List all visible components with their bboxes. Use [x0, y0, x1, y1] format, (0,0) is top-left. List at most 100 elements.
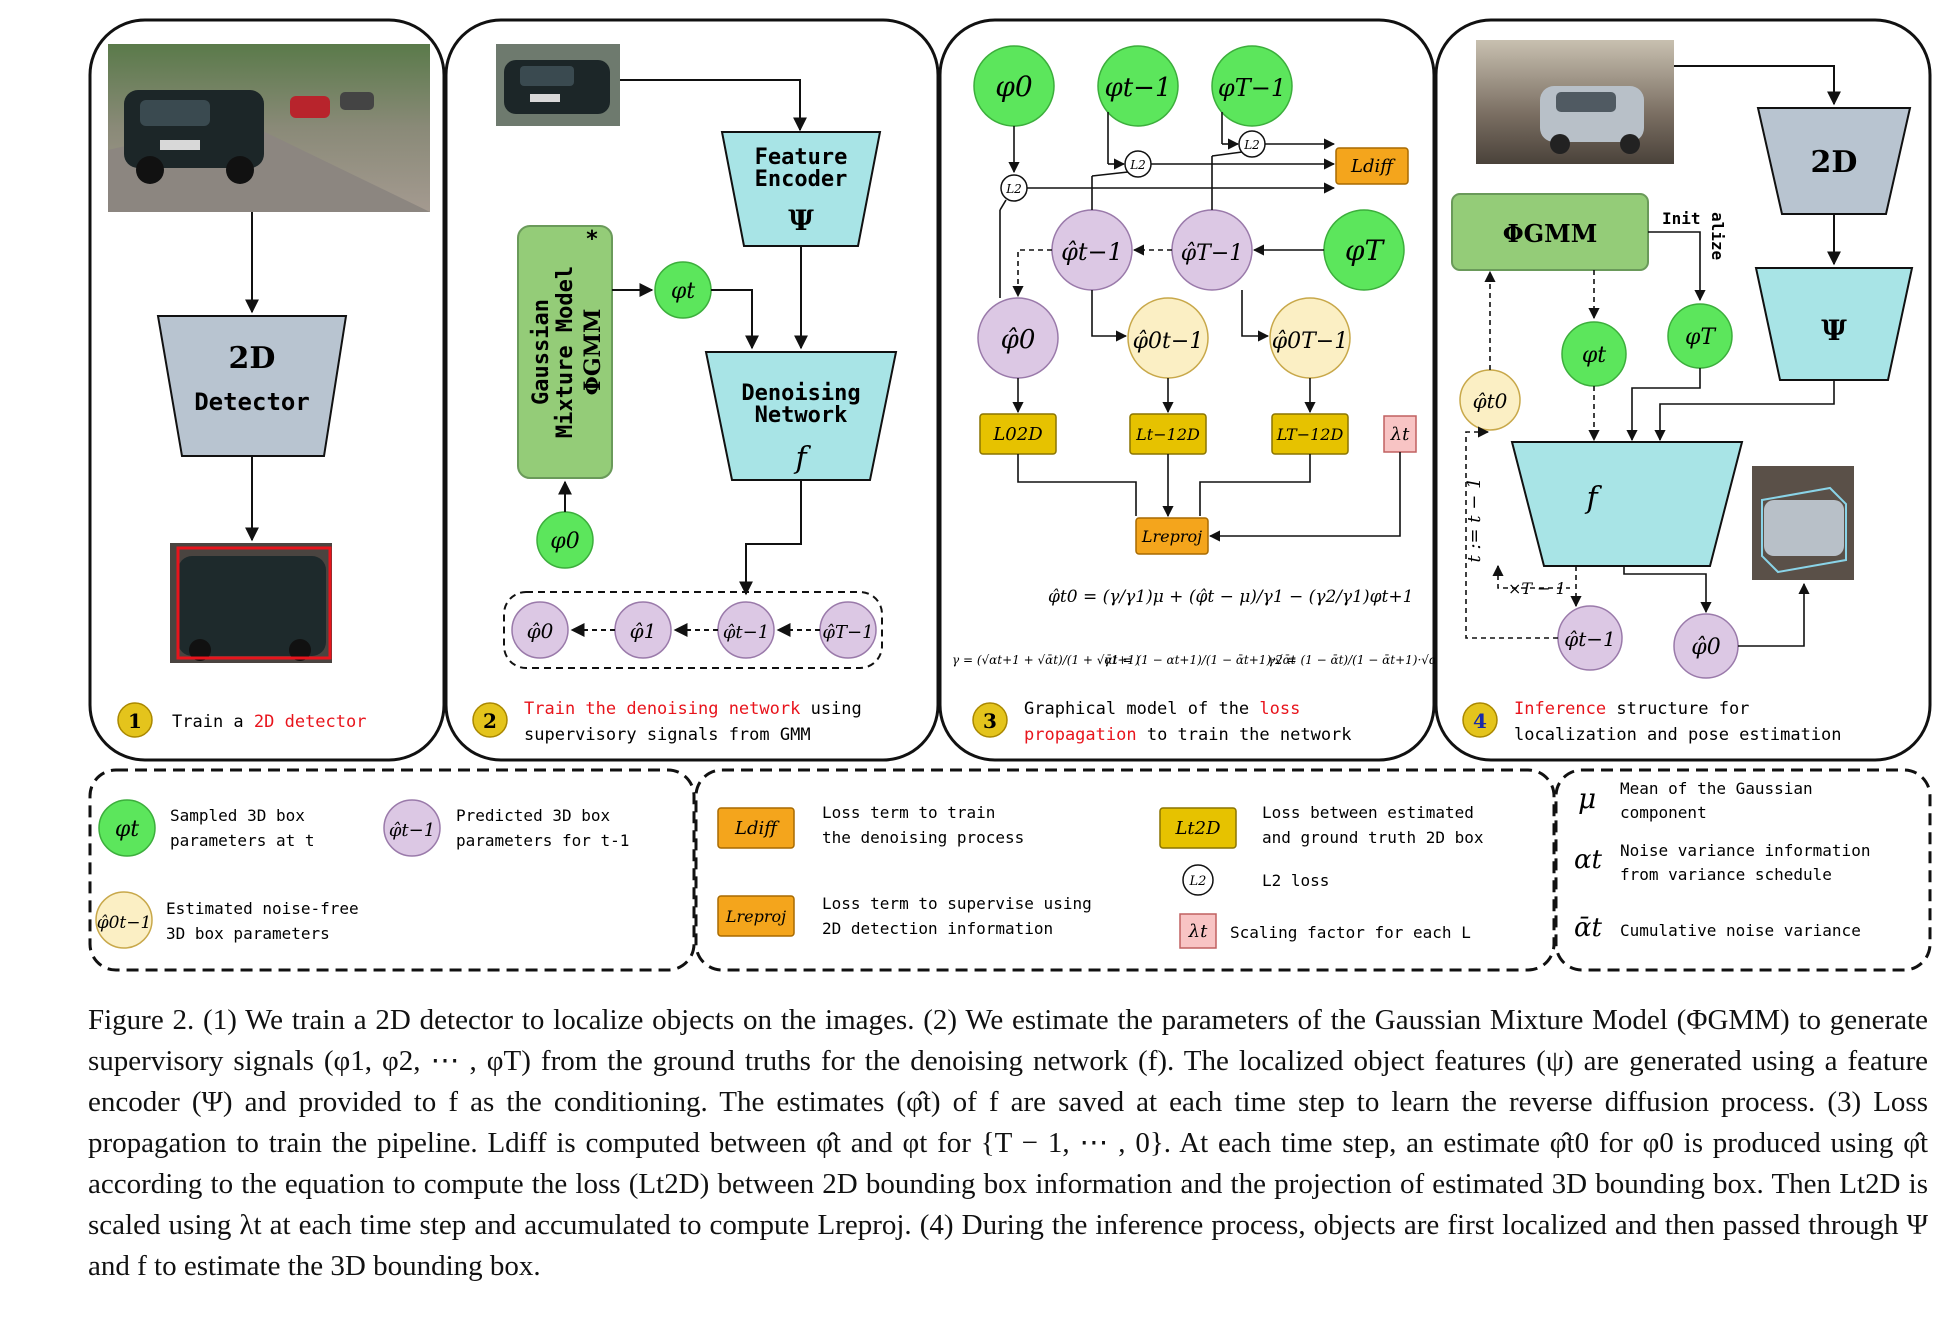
panel-3: φ0 φt−1 φT−1 L2 L2 L2 Ldiff φ̂t−1 φ̂T−1 …	[938, 18, 1460, 762]
svg-text:alize: alize	[1708, 212, 1727, 260]
legend-alphabar-text: Cumulative noise variance	[1620, 921, 1861, 940]
svg-text:Gaussian: Gaussian	[529, 299, 554, 405]
panel-3-caption-1: Graphical model of the loss	[1024, 699, 1300, 719]
node-top-phit1: φt−1	[1105, 73, 1172, 103]
svg-text:parameters for t-1: parameters for t-1	[456, 831, 629, 850]
panel-4: 2D Ψ ΦGMM Init alize φT φt φ̂t0 f	[1434, 18, 1932, 762]
encoder-2d-block: 2D	[1756, 107, 1912, 215]
svg-text:Ldiff: Ldiff	[734, 818, 780, 839]
equation-gamma: γ = (√αt+1 + √ᾱt)/(1 + √ᾱt+1)	[952, 653, 1140, 667]
node-4-hat-phi0: φ̂0	[1691, 635, 1720, 660]
legend: φt Sampled 3D box parameters at t φ̂t−1 …	[88, 768, 1932, 972]
feature-encoder: Feature Encoder Ψ	[720, 131, 882, 247]
svg-text:ΦGMM: ΦGMM	[580, 309, 606, 396]
street-photo-4	[1476, 40, 1674, 164]
svg-text:αt: αt	[1574, 845, 1603, 875]
svg-text:component: component	[1620, 803, 1707, 822]
node-4-yellow: φ̂t0	[1473, 389, 1508, 413]
svg-text:φ̂0: φ̂0	[527, 619, 554, 643]
gmm-block-4: ΦGMM	[1451, 193, 1649, 271]
initialize-label: Init	[1662, 209, 1701, 228]
svg-text:the denoising process: the denoising process	[822, 828, 1024, 847]
node-top-phiT1: φT−1	[1218, 74, 1286, 102]
l2d-box-0: L02D	[992, 424, 1043, 445]
legend-mu-text: Mean of the Gaussian	[1620, 779, 1813, 798]
svg-text:3D box parameters: 3D box parameters	[166, 924, 330, 943]
output-photo	[1752, 466, 1854, 580]
figure-caption: Figure 2. (1) We train a 2D detector to …	[88, 1000, 1928, 1287]
svg-text:L2: L2	[1189, 874, 1207, 889]
svg-text:from variance schedule: from variance schedule	[1620, 865, 1832, 884]
svg-text:Ψ: Ψ	[1821, 314, 1847, 347]
panel-3-caption-2: propagation to train the network	[1024, 725, 1352, 745]
caption-text: Figure 2. (1) We train a 2D detector to …	[88, 1004, 1928, 1282]
svg-text:ᾱt: ᾱt	[1574, 913, 1603, 943]
svg-text:Network: Network	[755, 403, 848, 428]
node-hat-phiT1: φ̂T−1	[1181, 241, 1244, 266]
ldiff-box: Ldiff	[1350, 156, 1396, 177]
svg-text:L2: L2	[1005, 182, 1022, 196]
lambda-box: λt	[1390, 424, 1410, 445]
svg-text:φ̂0t−1: φ̂0t−1	[97, 913, 152, 933]
street-photo-1	[108, 44, 430, 212]
node-hat-phi0-T1: φ̂0T−1	[1272, 329, 1349, 354]
panel-2: Feature Encoder Ψ * Gaussian Mixture Mod…	[444, 18, 940, 762]
panel-2-caption-2: supervisory signals from GMM	[524, 725, 811, 745]
panel-2-caption-1: Train the denoising network using	[524, 699, 862, 719]
panel-2-number: 2	[483, 709, 497, 733]
equation-gamma2: γ2 = (1 − ᾱt)/(1 − ᾱt+1)·√αt+1	[1268, 653, 1460, 667]
svg-text:ΦGMM: ΦGMM	[1503, 219, 1598, 248]
legend-l2-text: L2 loss	[1262, 871, 1329, 890]
f-block-4: f	[1510, 441, 1744, 567]
legend-yellow-text: Estimated noise-free	[166, 899, 359, 918]
node-top-phi0: φ0	[995, 70, 1032, 103]
car-photo-2	[496, 44, 620, 126]
node-hat-phi0-t1: φ̂0t−1	[1133, 329, 1204, 354]
svg-text:Lt2D: Lt2D	[1174, 818, 1221, 839]
svg-text:parameters at t: parameters at t	[170, 831, 315, 850]
detector-title: 2D	[229, 341, 276, 376]
panel-4-caption-1: Inference structure for	[1514, 699, 1749, 719]
denoising-network: Denoising Network f	[704, 351, 898, 481]
figure-diagram: 2D Detector 1 Train a 2D detector Featur…	[88, 18, 1932, 972]
node-hat-phit1: φ̂t−1	[1061, 238, 1123, 266]
svg-text:φt: φt	[115, 817, 139, 842]
legend-green-text: Sampled 3D box	[170, 806, 305, 825]
loop-assign-label: t := t − 1	[1464, 477, 1485, 562]
legend-ldiff-text: Loss term to train	[822, 803, 995, 822]
equation-main: φ̂t0 = (γ/γ1)μ + (φ̂t − μ)/γ1 − (γ2/γ1)φ…	[1048, 587, 1413, 607]
detector-subtitle: Detector	[194, 388, 310, 416]
panel-1: 2D Detector 1 Train a 2D detector	[88, 18, 446, 762]
l2d-box-t1: Lt−12D	[1135, 425, 1200, 444]
legend-lreproj-text: Loss term to supervise using	[822, 894, 1092, 913]
node-phi-t: φt	[671, 279, 695, 304]
node-4-phit: φt	[1582, 343, 1606, 368]
panel-3-number: 3	[983, 709, 997, 733]
detection-photo	[170, 543, 332, 663]
svg-text:Feature: Feature	[755, 145, 848, 170]
l2d-box-T1: LT−12D	[1276, 425, 1344, 444]
svg-text:Lreproj: Lreproj	[725, 907, 786, 926]
node-4-hat-phit1: φ̂t−1	[1564, 627, 1616, 651]
panel-1-caption: Train a 2D detector	[172, 712, 366, 732]
node-hat-phi0: φ̂0	[1001, 325, 1036, 355]
svg-text:L2: L2	[1243, 138, 1260, 152]
svg-text:φ̂t−1: φ̂t−1	[723, 622, 769, 643]
svg-text:2D: 2D	[1811, 145, 1858, 180]
legend-l2d-text: Loss between estimated	[1262, 803, 1474, 822]
chain-nodes: φ̂0 φ̂1 φ̂t−1 φ̂T−1	[511, 601, 877, 659]
lreproj-box: Lreproj	[1141, 527, 1202, 546]
panel-4-number: 4	[1473, 709, 1487, 733]
legend-lambda-text: Scaling factor for each L	[1230, 923, 1471, 942]
svg-text:L2: L2	[1129, 158, 1146, 172]
gmm-block: * Gaussian Mixture Model ΦGMM	[517, 225, 613, 479]
node-phi-0: φ0	[550, 529, 579, 554]
svg-text:Mixture Model: Mixture Model	[553, 266, 578, 438]
svg-text:λt: λt	[1188, 921, 1208, 942]
panel-4-caption-2: localization and pose estimation	[1514, 725, 1842, 745]
svg-text:φ̂1: φ̂1	[630, 619, 657, 643]
svg-text:Encoder: Encoder	[755, 167, 848, 192]
svg-text:*: *	[585, 227, 598, 252]
node-phiT: φT	[1345, 234, 1386, 267]
psi-block: Ψ	[1754, 267, 1914, 381]
